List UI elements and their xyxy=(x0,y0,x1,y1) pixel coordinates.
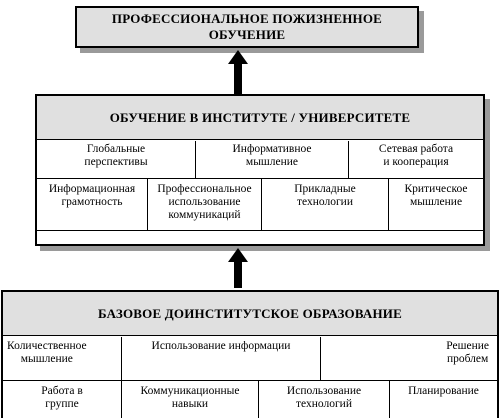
middle-header: ОБУЧЕНИЕ В ИНСТИТУТЕ / УНИВЕРСИТЕТЕ xyxy=(35,94,485,140)
bottom-cell-quantitative: Количественное мышление xyxy=(7,340,87,365)
bottom-cell-teamwork: Работа в группе xyxy=(3,383,121,418)
middle-title: ОБУЧЕНИЕ В ИНСТИТУТЕ / УНИВЕРСИТЕТЕ xyxy=(109,109,411,125)
bottom-cell-problems: Решение проблем xyxy=(446,340,489,365)
bottom-header: БАЗОВОЕ ДОИНСТИТУТСКОЕ ОБРАЗОВАНИЕ xyxy=(1,290,499,336)
middle-cell-professional: Профессиональное использование коммуника… xyxy=(157,183,252,221)
top-box: ПРОФЕССИОНАЛЬНОЕ ПОЖИЗНЕННОЕ ОБУЧЕНИЕ xyxy=(75,6,419,48)
arrow-up-icon xyxy=(228,248,248,288)
arrow-up-icon xyxy=(228,50,248,94)
bottom-cell-planning: Планирование xyxy=(408,385,479,397)
bottom-cell-information: Использование информации xyxy=(151,340,291,352)
bottom-title: БАЗОВОЕ ДОИНСТИТУТСКОЕ ОБРАЗОВАНИЕ xyxy=(98,305,402,321)
middle-cell-critical: Критическое мышление xyxy=(404,183,468,208)
bottom-cell-technology: Использование технологий xyxy=(286,385,362,410)
top-title: ПРОФЕССИОНАЛЬНОЕ ПОЖИЗНЕННОЕ ОБУЧЕНИЕ xyxy=(111,11,383,42)
middle-cell-applied: Прикладные технологии xyxy=(294,183,356,208)
bottom-cell-communication: Коммуникационные навыки xyxy=(140,385,240,410)
teamwork-label: Работа в группе xyxy=(41,385,83,410)
middle-cell-global: Глобальные перспективы xyxy=(84,143,148,168)
middle-cell-informative: Информативное мышление xyxy=(232,143,312,168)
middle-cell-network: Сетевая работа и кооперация xyxy=(378,143,454,168)
middle-cell-literacy: Информационная грамотность xyxy=(48,183,136,208)
